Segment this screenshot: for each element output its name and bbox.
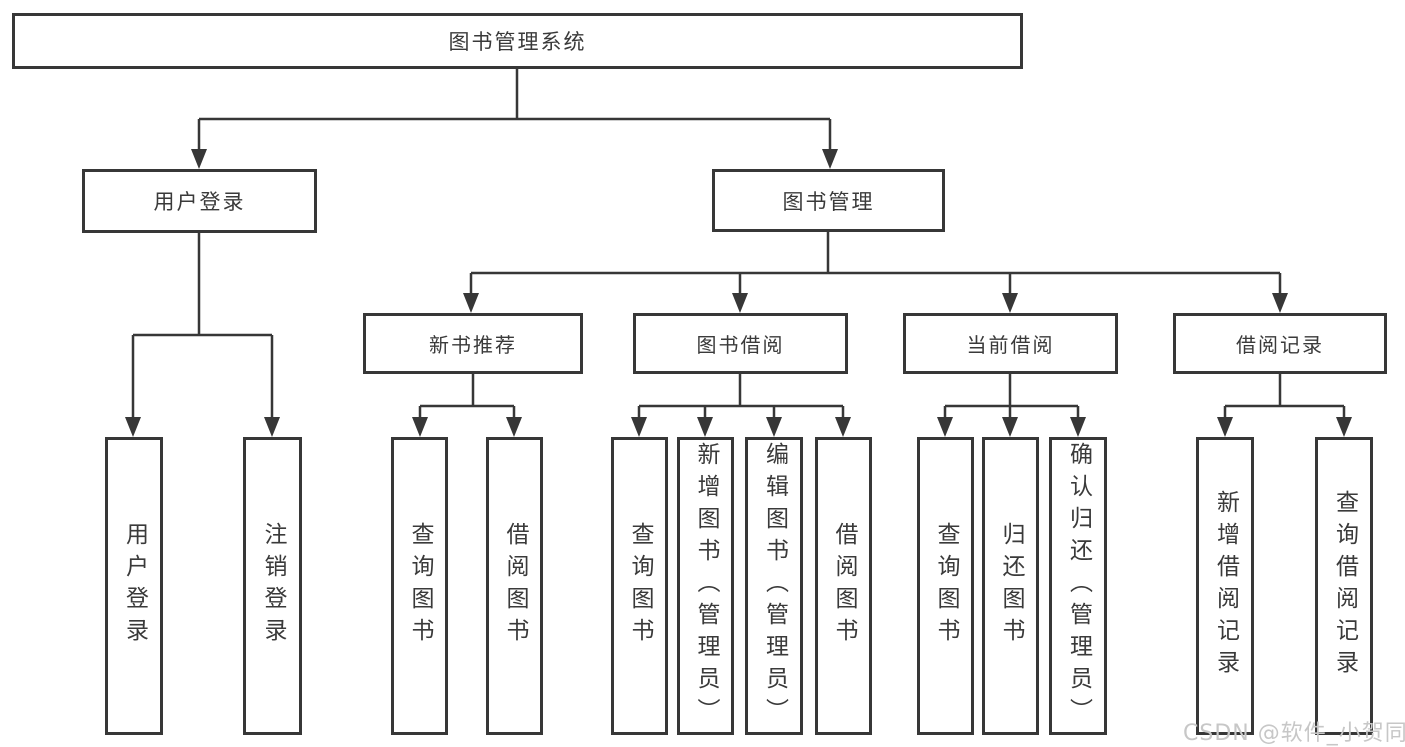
arrowhead-down [1217,417,1233,437]
leaf-borrow-books-recommend: 借阅图书 [486,437,543,735]
arrowhead-down [125,417,141,437]
arrowhead-down [937,417,953,437]
arrowhead-down [412,417,428,437]
leaf-user-login: 用户登录 [105,437,163,735]
node-label: 确认归还（管理员） [1065,442,1092,730]
leaf-query-books-current: 查询图书 [917,437,974,735]
node-label: 图书管理系统 [448,30,587,54]
arrowhead-down [463,293,479,313]
leaf-return-books: 归还图书 [982,437,1039,735]
leaf-add-borrow-record: 新增借阅记录 [1196,437,1254,735]
arrowhead-down [835,417,851,437]
arrowhead-down [1002,293,1018,313]
arrowhead-down [732,293,748,313]
leaf-confirm-return-admin: 确认归还（管理员） [1049,437,1107,735]
node-current-borrowing: 当前借阅 [903,313,1118,374]
arrowhead-down [191,149,207,169]
leaf-query-books-recommend: 查询图书 [391,437,448,735]
watermark-text: CSDN @软件_小贺同学 [1183,721,1405,746]
node-book-management: 图书管理 [712,169,945,232]
node-user-login: 用户登录 [82,169,317,233]
arrowhead-down [1272,293,1288,313]
arrowhead-down [822,149,838,169]
node-label: 借阅记录 [1236,333,1324,357]
node-label: 归还图书 [998,522,1024,650]
node-label: 图书管理 [782,189,875,214]
arrowhead-down [506,417,522,437]
leaf-query-books-borrow: 查询图书 [611,437,668,735]
node-label: 新书推荐 [429,333,517,357]
connector-borrow-record [1223,374,1346,420]
node-label: 图书借阅 [696,333,785,357]
arrowhead-down [631,417,647,437]
arrowhead-down [697,417,713,437]
node-label: 查询图书 [407,522,433,650]
node-label: 注销登录 [260,522,286,650]
connector-root [197,69,832,152]
leaf-edit-books-admin: 编辑图书（管理员） [745,437,803,735]
node-book-borrowing: 图书借阅 [633,313,848,374]
arrowhead-down [1002,417,1018,437]
node-label: 查询图书 [627,522,653,650]
node-label: 用户登录 [153,190,246,214]
leaf-logout: 注销登录 [243,437,302,735]
node-label: 借阅图书 [502,522,528,650]
node-label: 查询借阅记录 [1331,490,1358,682]
connector-user-login [131,233,274,420]
node-label: 借阅图书 [831,522,857,650]
leaf-add-books-admin: 新增图书（管理员） [677,437,734,735]
connector-current-borrow [943,374,1080,420]
arrowhead-down [264,417,280,437]
arrowhead-down [1336,417,1352,437]
node-label: 新增借阅记录 [1212,490,1239,682]
node-borrowing-records: 借阅记录 [1173,313,1387,374]
node-label: 编辑图书（管理员） [761,442,788,730]
connector-new-book [418,374,516,420]
node-label: 当前借阅 [966,333,1055,357]
node-new-book-recommendation: 新书推荐 [363,313,583,374]
connector-book-management [469,232,1282,296]
arrowhead-down [766,417,782,437]
leaf-borrow-books: 借阅图书 [815,437,872,735]
arrowhead-down [1070,417,1086,437]
connector-book-borrow [637,374,845,420]
node-label: 查询图书 [933,522,959,650]
node-label: 用户登录 [121,522,148,650]
leaf-query-borrow-record: 查询借阅记录 [1315,437,1373,735]
node-book-management-system: 图书管理系统 [12,13,1023,69]
node-label: 新增图书（管理员） [693,442,719,730]
